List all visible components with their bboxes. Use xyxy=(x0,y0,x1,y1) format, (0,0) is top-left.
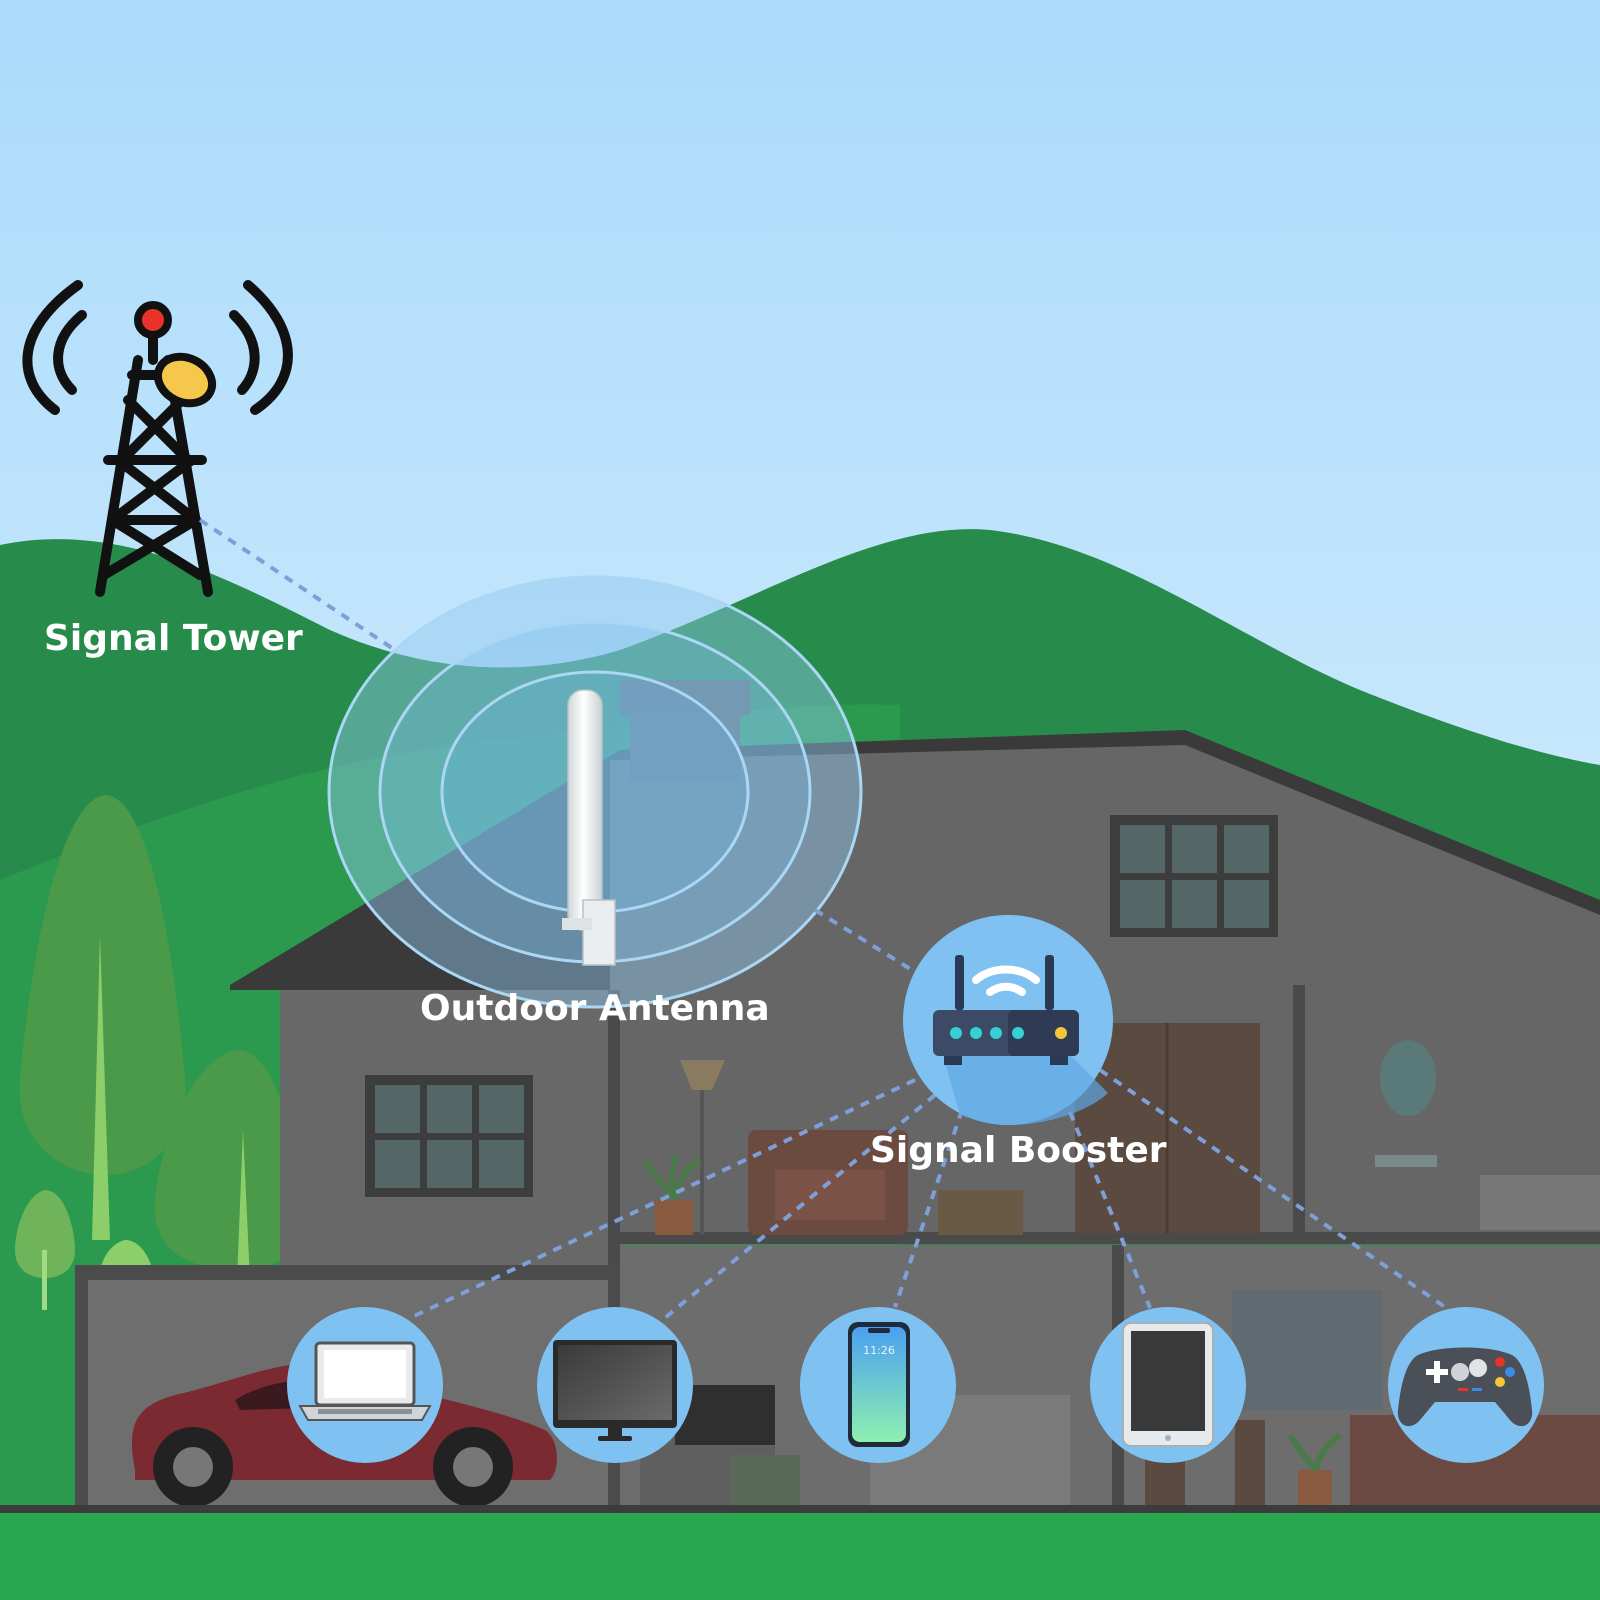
tower-beacon xyxy=(134,301,172,339)
smartphone-icon: 11:26 xyxy=(848,1322,910,1447)
monitor-icon xyxy=(553,1340,677,1441)
signal-tower-icon xyxy=(22,280,293,597)
router-icon xyxy=(933,955,1079,1065)
laptop-icon xyxy=(298,1341,432,1421)
gamepad-device xyxy=(1388,1307,1544,1463)
link-antenna-booster xyxy=(813,908,914,972)
signal-booster xyxy=(903,915,1113,1125)
tower-dish xyxy=(153,352,217,408)
signal-booster-label: Signal Booster xyxy=(870,1130,1167,1171)
laptop-device xyxy=(287,1307,443,1463)
monitor-device xyxy=(537,1307,693,1463)
smartphone-device: 11:26 xyxy=(800,1307,956,1463)
ground xyxy=(0,1505,1600,1600)
trees xyxy=(15,795,300,1310)
gamepad-icon xyxy=(1397,1347,1533,1427)
signal-tower-label: Signal Tower xyxy=(44,618,303,659)
tablet-icon xyxy=(1122,1322,1214,1447)
outdoor-antenna-icon xyxy=(562,689,616,966)
outdoor-antenna-label: Outdoor Antenna xyxy=(420,988,770,1029)
link-tower-antenna xyxy=(198,518,397,652)
device-links xyxy=(409,1068,1447,1324)
phone-clock: 11:26 xyxy=(863,1344,895,1357)
wifi-icon xyxy=(972,965,1040,996)
tablet-device xyxy=(1090,1307,1246,1463)
